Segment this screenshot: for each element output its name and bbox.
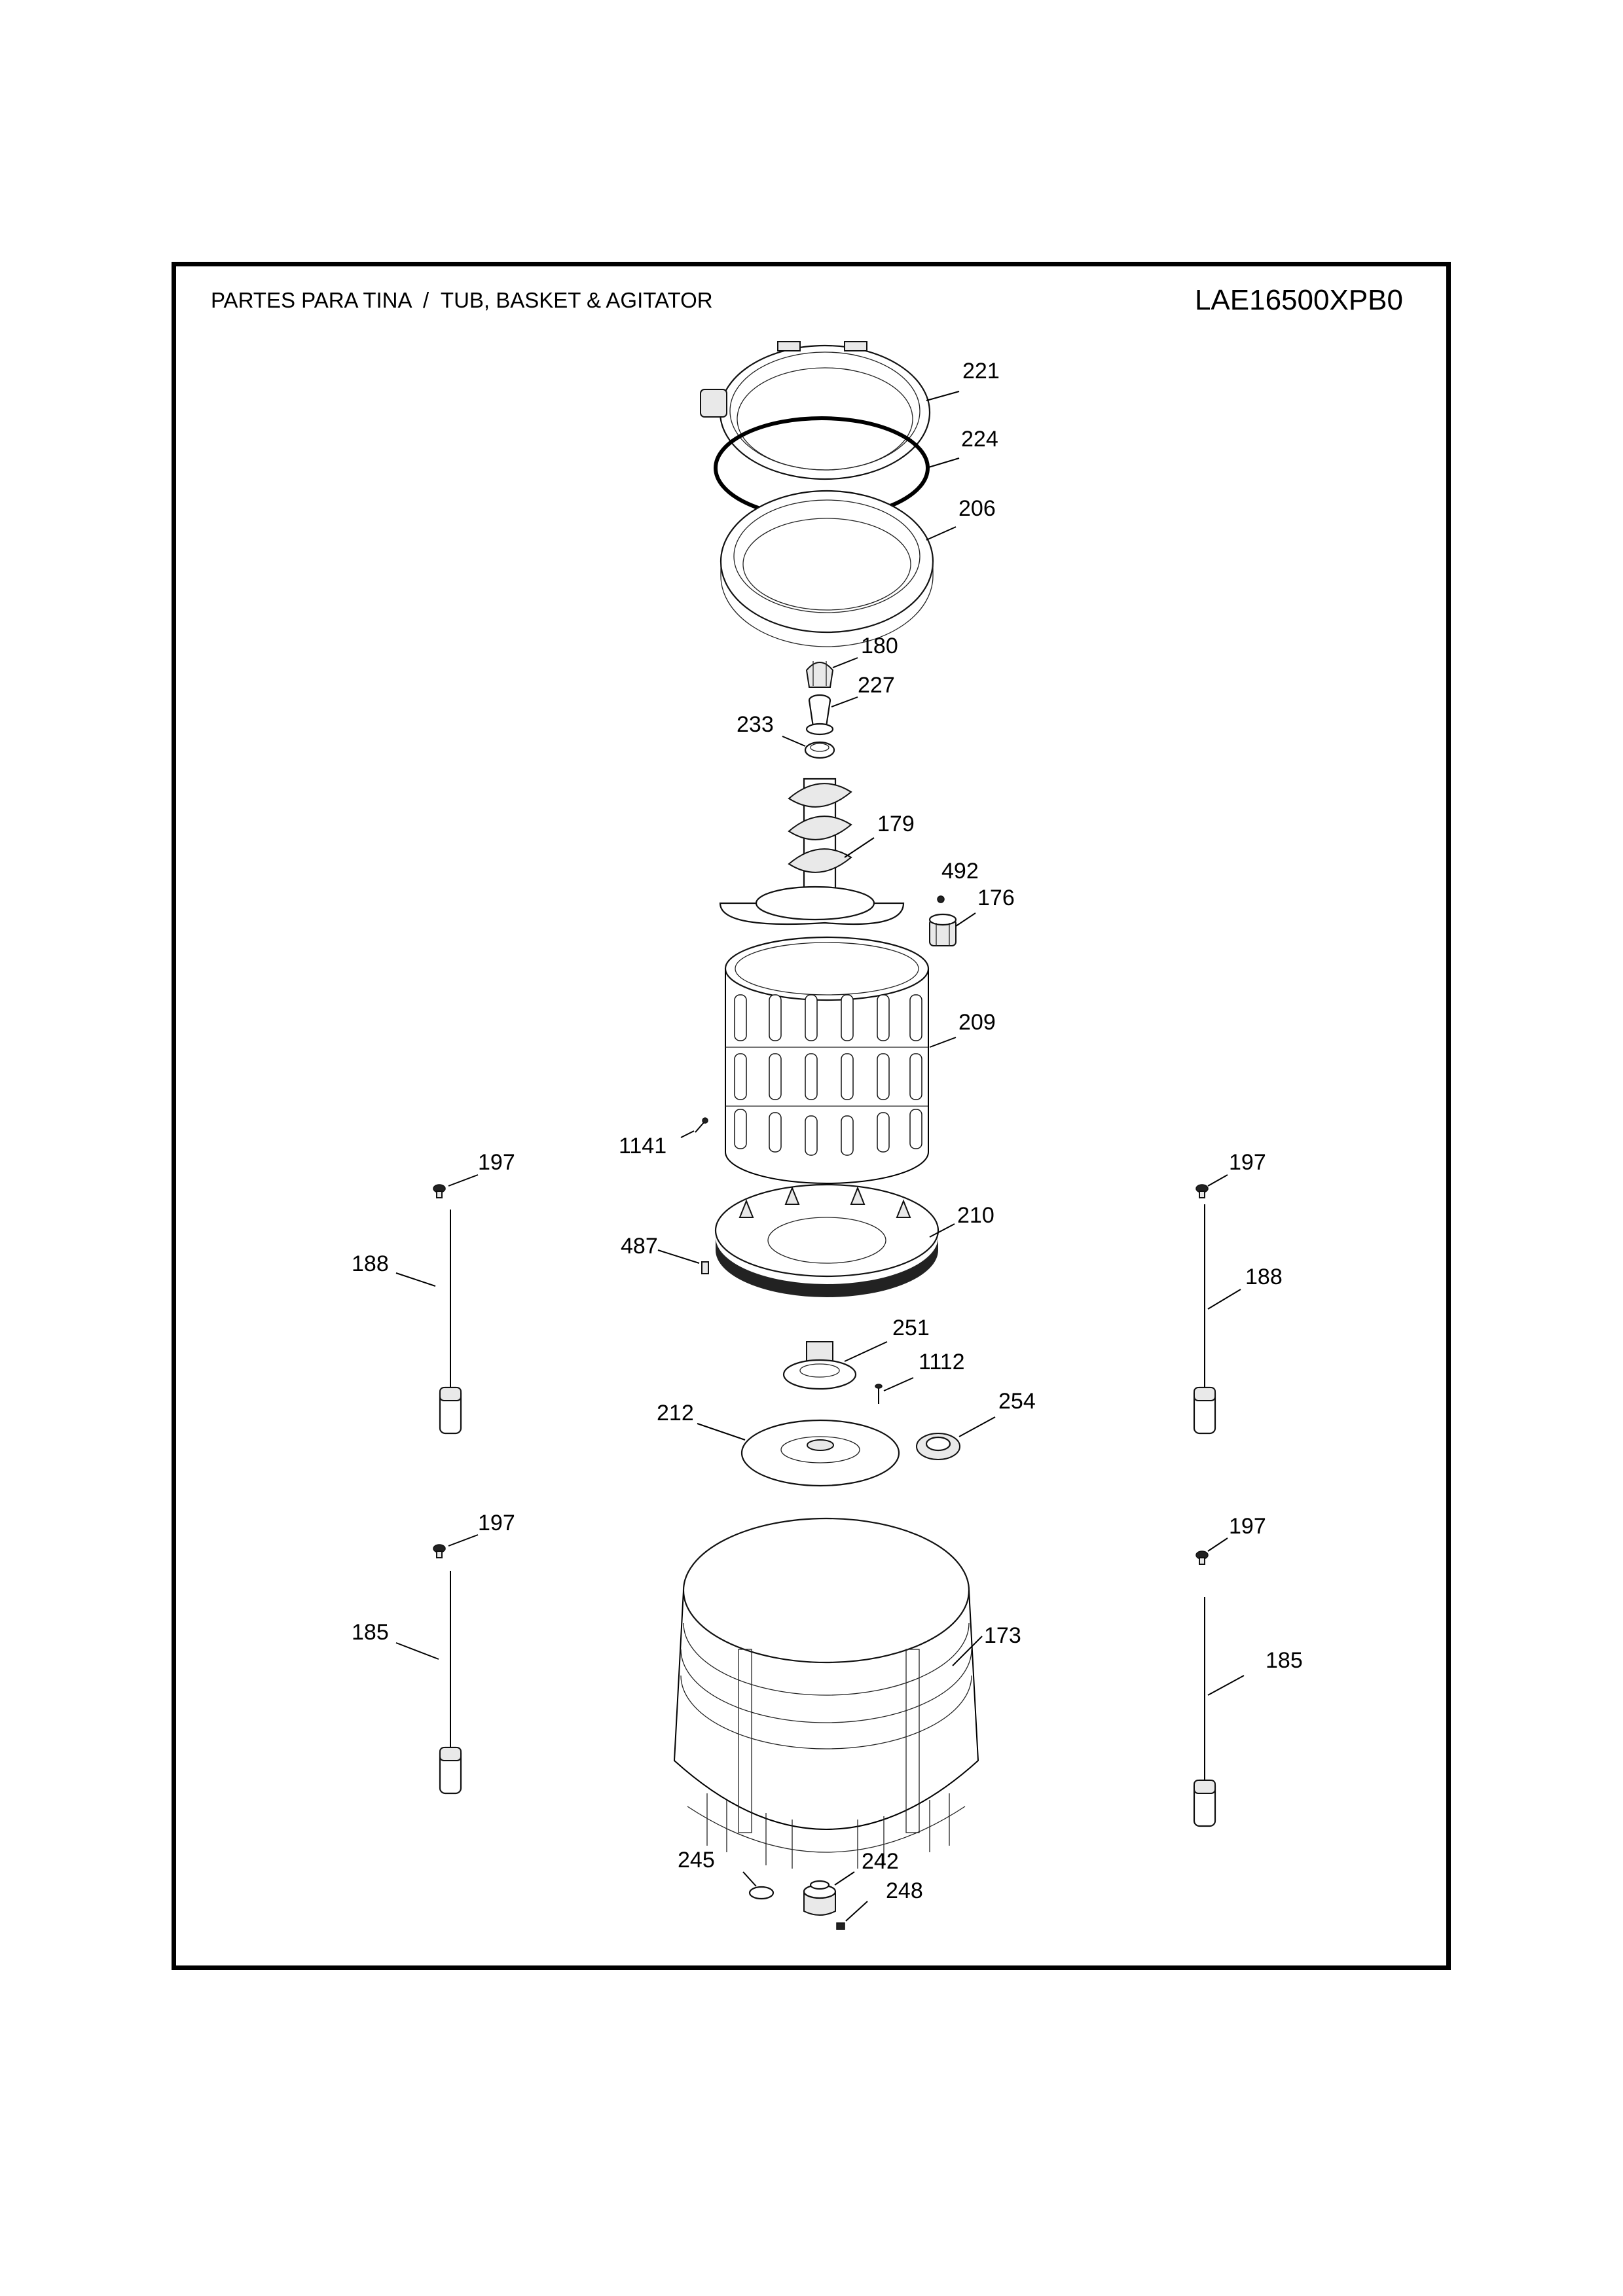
drawing-frame [172, 262, 1451, 1970]
callout-206: 206 [958, 496, 996, 521]
callout-242: 242 [862, 1849, 899, 1874]
callout-185-left: 185 [352, 1620, 389, 1645]
part-251-hub [782, 1341, 857, 1390]
part-197-rod-bottom-right [1195, 1551, 1209, 1565]
callout-1141: 1141 [619, 1134, 666, 1158]
part-197-rod-bottom-left [433, 1544, 446, 1558]
callout-197-bottom-left: 197 [478, 1511, 515, 1535]
callout-254: 254 [998, 1389, 1036, 1414]
callout-492: 492 [941, 859, 979, 884]
part-212-flange [740, 1419, 900, 1487]
part-197-rod-top-right [1195, 1184, 1209, 1198]
callout-180: 180 [861, 634, 898, 658]
part-1141-screw [695, 1117, 708, 1133]
part-180-agitator-cap [805, 661, 834, 688]
callout-188-left: 188 [352, 1251, 389, 1276]
callout-221: 221 [962, 359, 1000, 384]
callout-212: 212 [657, 1401, 694, 1426]
callout-197-bottom-right: 197 [1229, 1514, 1266, 1539]
part-248-clip [836, 1922, 845, 1930]
callout-233: 233 [737, 712, 774, 737]
part-197-rod-top-left [433, 1184, 446, 1198]
callout-179: 179 [877, 812, 915, 836]
part-254-gear [916, 1433, 960, 1460]
part-210-basket-hub-plate [714, 1183, 939, 1297]
callout-185-right: 185 [1266, 1648, 1303, 1673]
leader-lines [395, 391, 1245, 1922]
part-227-bolt [805, 694, 834, 736]
part-188-suspension-rod-left [439, 1210, 462, 1435]
callout-224: 224 [961, 427, 998, 452]
callout-487: 487 [621, 1234, 658, 1259]
callout-197-top-right: 197 [1229, 1150, 1266, 1175]
callout-209: 209 [958, 1010, 996, 1035]
callout-251: 251 [892, 1316, 930, 1340]
part-492-screw [937, 895, 945, 903]
callout-248: 248 [886, 1878, 923, 1903]
callout-188-right: 188 [1245, 1265, 1283, 1289]
part-173-outer-tub [673, 1517, 979, 1869]
part-176-coupling [928, 913, 957, 946]
callout-1112: 1112 [919, 1350, 965, 1374]
callout-210: 210 [957, 1203, 994, 1228]
part-1112-bolt [875, 1384, 883, 1404]
callout-197-top-left: 197 [478, 1150, 515, 1175]
diagram-title: PARTES PARA TINA / TUB, BASKET & AGITATO… [211, 288, 713, 312]
part-245-o-ring [748, 1886, 775, 1900]
callout-227: 227 [858, 673, 895, 698]
part-209-spin-basket [724, 936, 930, 1184]
part-487-plug [701, 1261, 709, 1274]
part-221-tub-cover-ring [700, 341, 931, 480]
callout-176: 176 [977, 886, 1015, 910]
part-233-washer [804, 741, 835, 759]
part-188-suspension-rod-right [1193, 1204, 1216, 1435]
part-179-agitator [719, 778, 905, 925]
part-242-cap [803, 1880, 837, 1916]
part-185-suspension-rod-left [439, 1571, 462, 1795]
part-206-balance-ring [720, 490, 934, 647]
part-185-suspension-rod-right [1193, 1597, 1216, 1827]
callout-245: 245 [678, 1848, 715, 1873]
model-number: LAE16500XPB0 [1194, 284, 1403, 316]
callout-173: 173 [984, 1623, 1021, 1648]
